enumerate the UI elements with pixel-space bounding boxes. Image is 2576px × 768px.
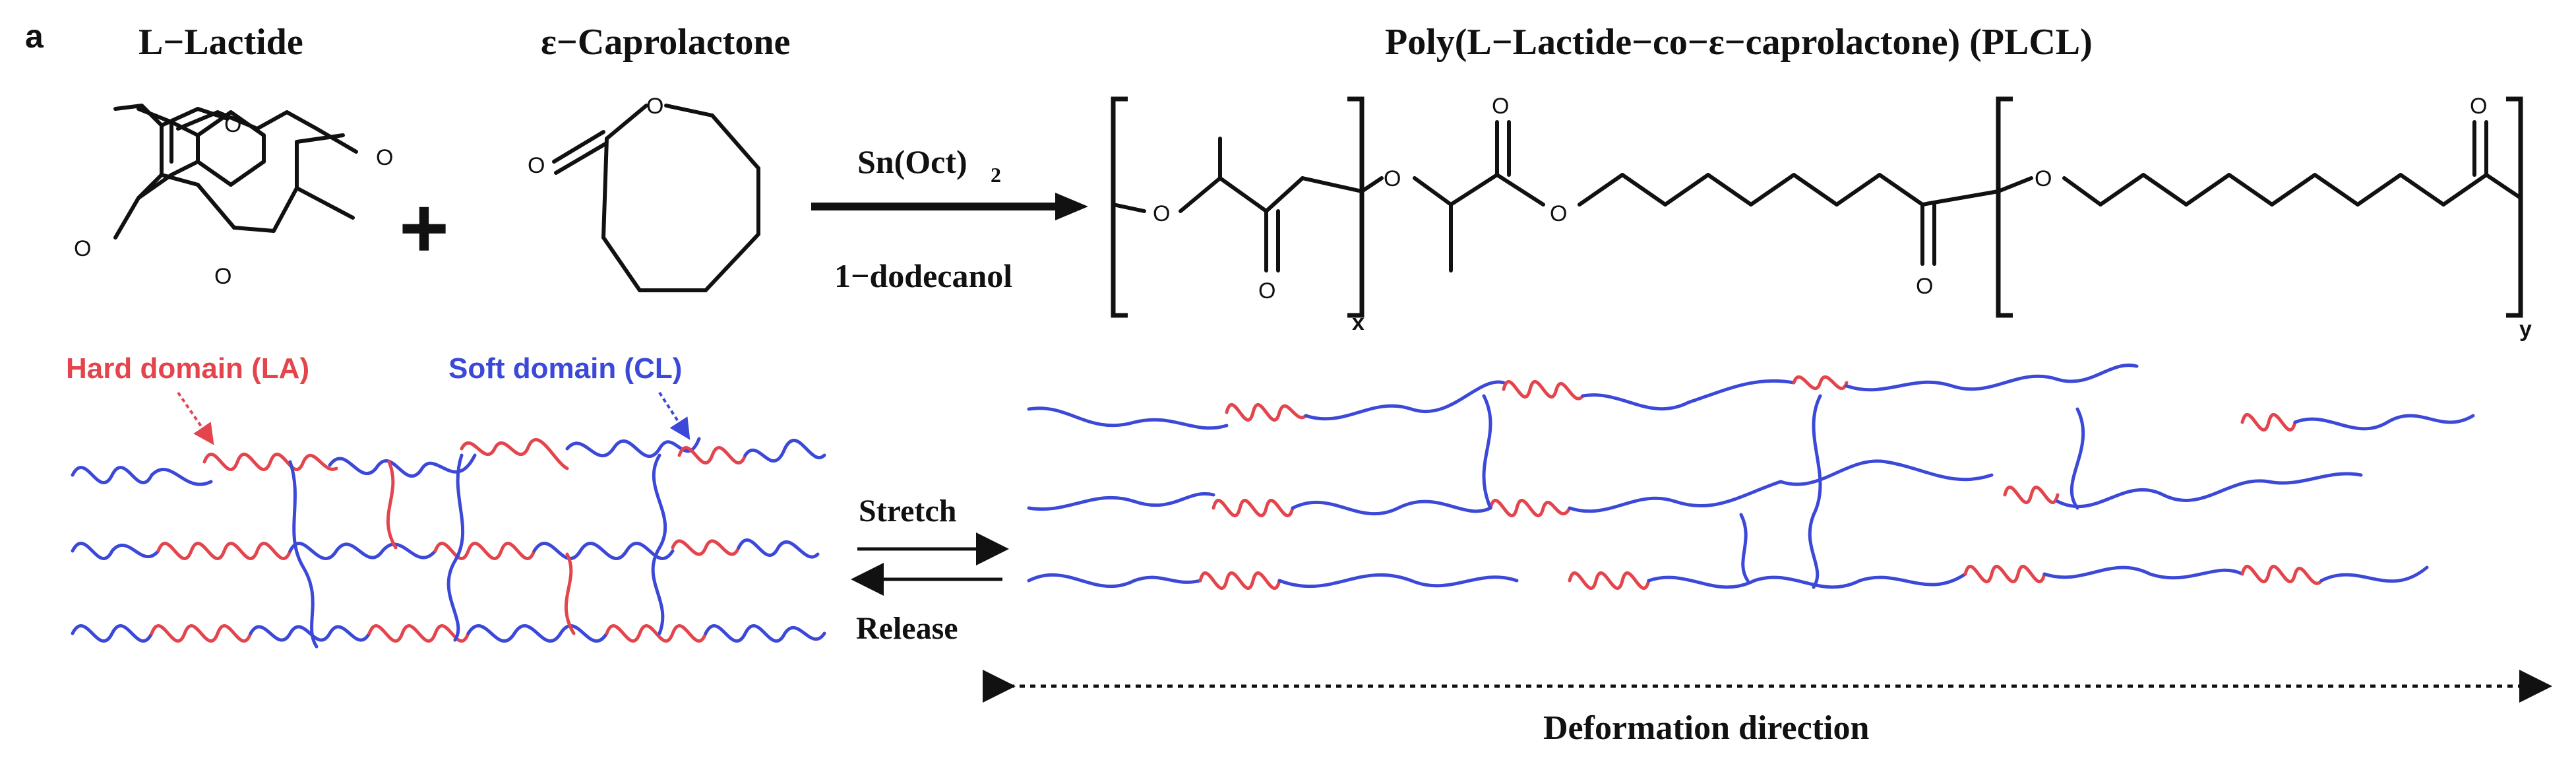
soft-domain-pointer <box>658 391 690 440</box>
product-o1: O <box>1153 201 1170 226</box>
relaxed-network <box>71 437 826 649</box>
lactide-structure <box>113 104 358 240</box>
hard-domain-pointer <box>177 391 214 445</box>
lactide-o1: O <box>224 112 241 137</box>
catalyst-label: Sn(Oct) <box>857 143 967 180</box>
product-o7: O <box>2035 166 2052 191</box>
product-o6: O <box>1916 274 1933 299</box>
caprolactone-name: ε−Caprolactone <box>541 22 790 63</box>
caprolactone-structure <box>552 104 760 292</box>
catalyst-subscript: 2 <box>991 163 1001 187</box>
product-name: Poly(L−Lactide−co−ε−caprolactone) (PLCL) <box>1385 22 2093 63</box>
plus-sign: + <box>399 179 449 276</box>
reaction-arrowhead <box>1055 193 1088 220</box>
deformation-label: Deformation direction <box>1543 709 1869 747</box>
panel-label: a <box>25 18 44 55</box>
lactide-o3: O <box>74 236 91 261</box>
lactide-o4: O <box>214 264 231 289</box>
product-o4: O <box>1492 94 1509 119</box>
caprolactone-o-ring: O <box>646 94 663 119</box>
product-o2: O <box>1258 278 1275 304</box>
soft-domain-label: Soft domain (CL) <box>448 352 682 385</box>
product-o5: O <box>1550 201 1567 226</box>
stretch-release: Stretch Release <box>851 494 1009 646</box>
product-o3: O <box>1384 166 1401 191</box>
release-label: Release <box>856 611 958 646</box>
stretch-label: Stretch <box>859 494 956 528</box>
lactide-name: L−Lactide <box>138 22 303 63</box>
hard-domain-label: Hard domain (LA) <box>66 352 309 385</box>
subscript-y: y <box>2519 317 2532 342</box>
initiator-label: 1−dodecanol <box>834 257 1012 294</box>
subscript-x: x <box>1352 310 1365 335</box>
product-o8: O <box>2470 94 2487 119</box>
lactide-o2: O <box>376 145 393 170</box>
product-structure <box>1111 96 2523 318</box>
stretched-network <box>1027 364 2475 590</box>
caprolactone-o-carbonyl: O <box>528 153 545 178</box>
reaction-conditions: Sn(Oct) 2 1−dodecanol <box>811 143 1088 294</box>
